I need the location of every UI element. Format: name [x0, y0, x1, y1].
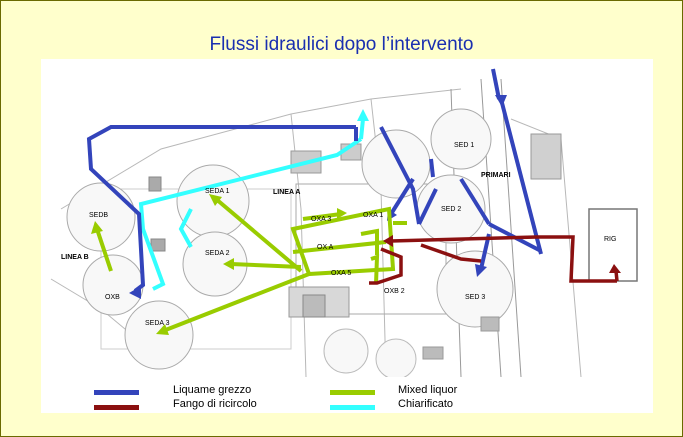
- legend: Liquame grezzo Fango di ricircolo Mixed …: [41, 377, 653, 413]
- label-primari: PRIMARI: [481, 172, 511, 179]
- label-seda2: SEDA 2: [205, 250, 230, 257]
- label-oxb: OXB: [105, 294, 120, 301]
- label-seda3: SEDA 3: [145, 320, 170, 327]
- label-oxa5: OXA 5: [331, 270, 351, 277]
- flow-fango-ricircolo: [369, 235, 621, 285]
- legend-swatch-mixed: [330, 390, 375, 395]
- plant-map: SED 1 SED 2 SED 3 PRIMARI LINEA A LINEA …: [41, 59, 653, 377]
- label-oxb2: OXB 2: [384, 288, 405, 295]
- legend-swatch-fango: [94, 405, 139, 410]
- legend-label-mixed: Mixed liquor: [398, 384, 458, 396]
- label-sed2: SED 2: [441, 206, 461, 213]
- label-linea-a: LINEA A: [273, 189, 300, 196]
- flow-mixed-liquor: [91, 194, 407, 335]
- legend-label-chiarificato: Chiarificato: [398, 398, 454, 410]
- legend-label-liquame: Liquame grezzo: [173, 384, 252, 396]
- label-sed1: SED 1: [454, 142, 474, 149]
- slide-title: Flussi idraulici dopo l’intervento: [209, 34, 474, 55]
- label-oxa3: OXA 3: [311, 216, 331, 223]
- legend-label-fango: Fango di ricircolo: [173, 398, 257, 410]
- label-oxa-mid: OX A: [317, 244, 334, 251]
- plant-map-svg: SED 1 SED 2 SED 3 PRIMARI LINEA A LINEA …: [50, 68, 638, 377]
- label-seda1: SEDA 1: [205, 188, 230, 195]
- flow-chiarificato: [138, 109, 369, 291]
- label-sed3: SED 3: [465, 294, 485, 301]
- label-rig: RIG: [604, 236, 616, 243]
- flow-liquame-grezzo: [86, 68, 543, 299]
- legend-swatch-chiarificato: [330, 405, 375, 410]
- legend-swatch-liquame: [94, 390, 139, 395]
- label-sedb: SEDB: [89, 212, 108, 219]
- label-linea-b: LINEA B: [61, 254, 89, 261]
- map-labels: SED 1 SED 2 SED 3 PRIMARI LINEA A LINEA …: [61, 142, 616, 327]
- label-oxa1: OXA 1: [363, 212, 383, 219]
